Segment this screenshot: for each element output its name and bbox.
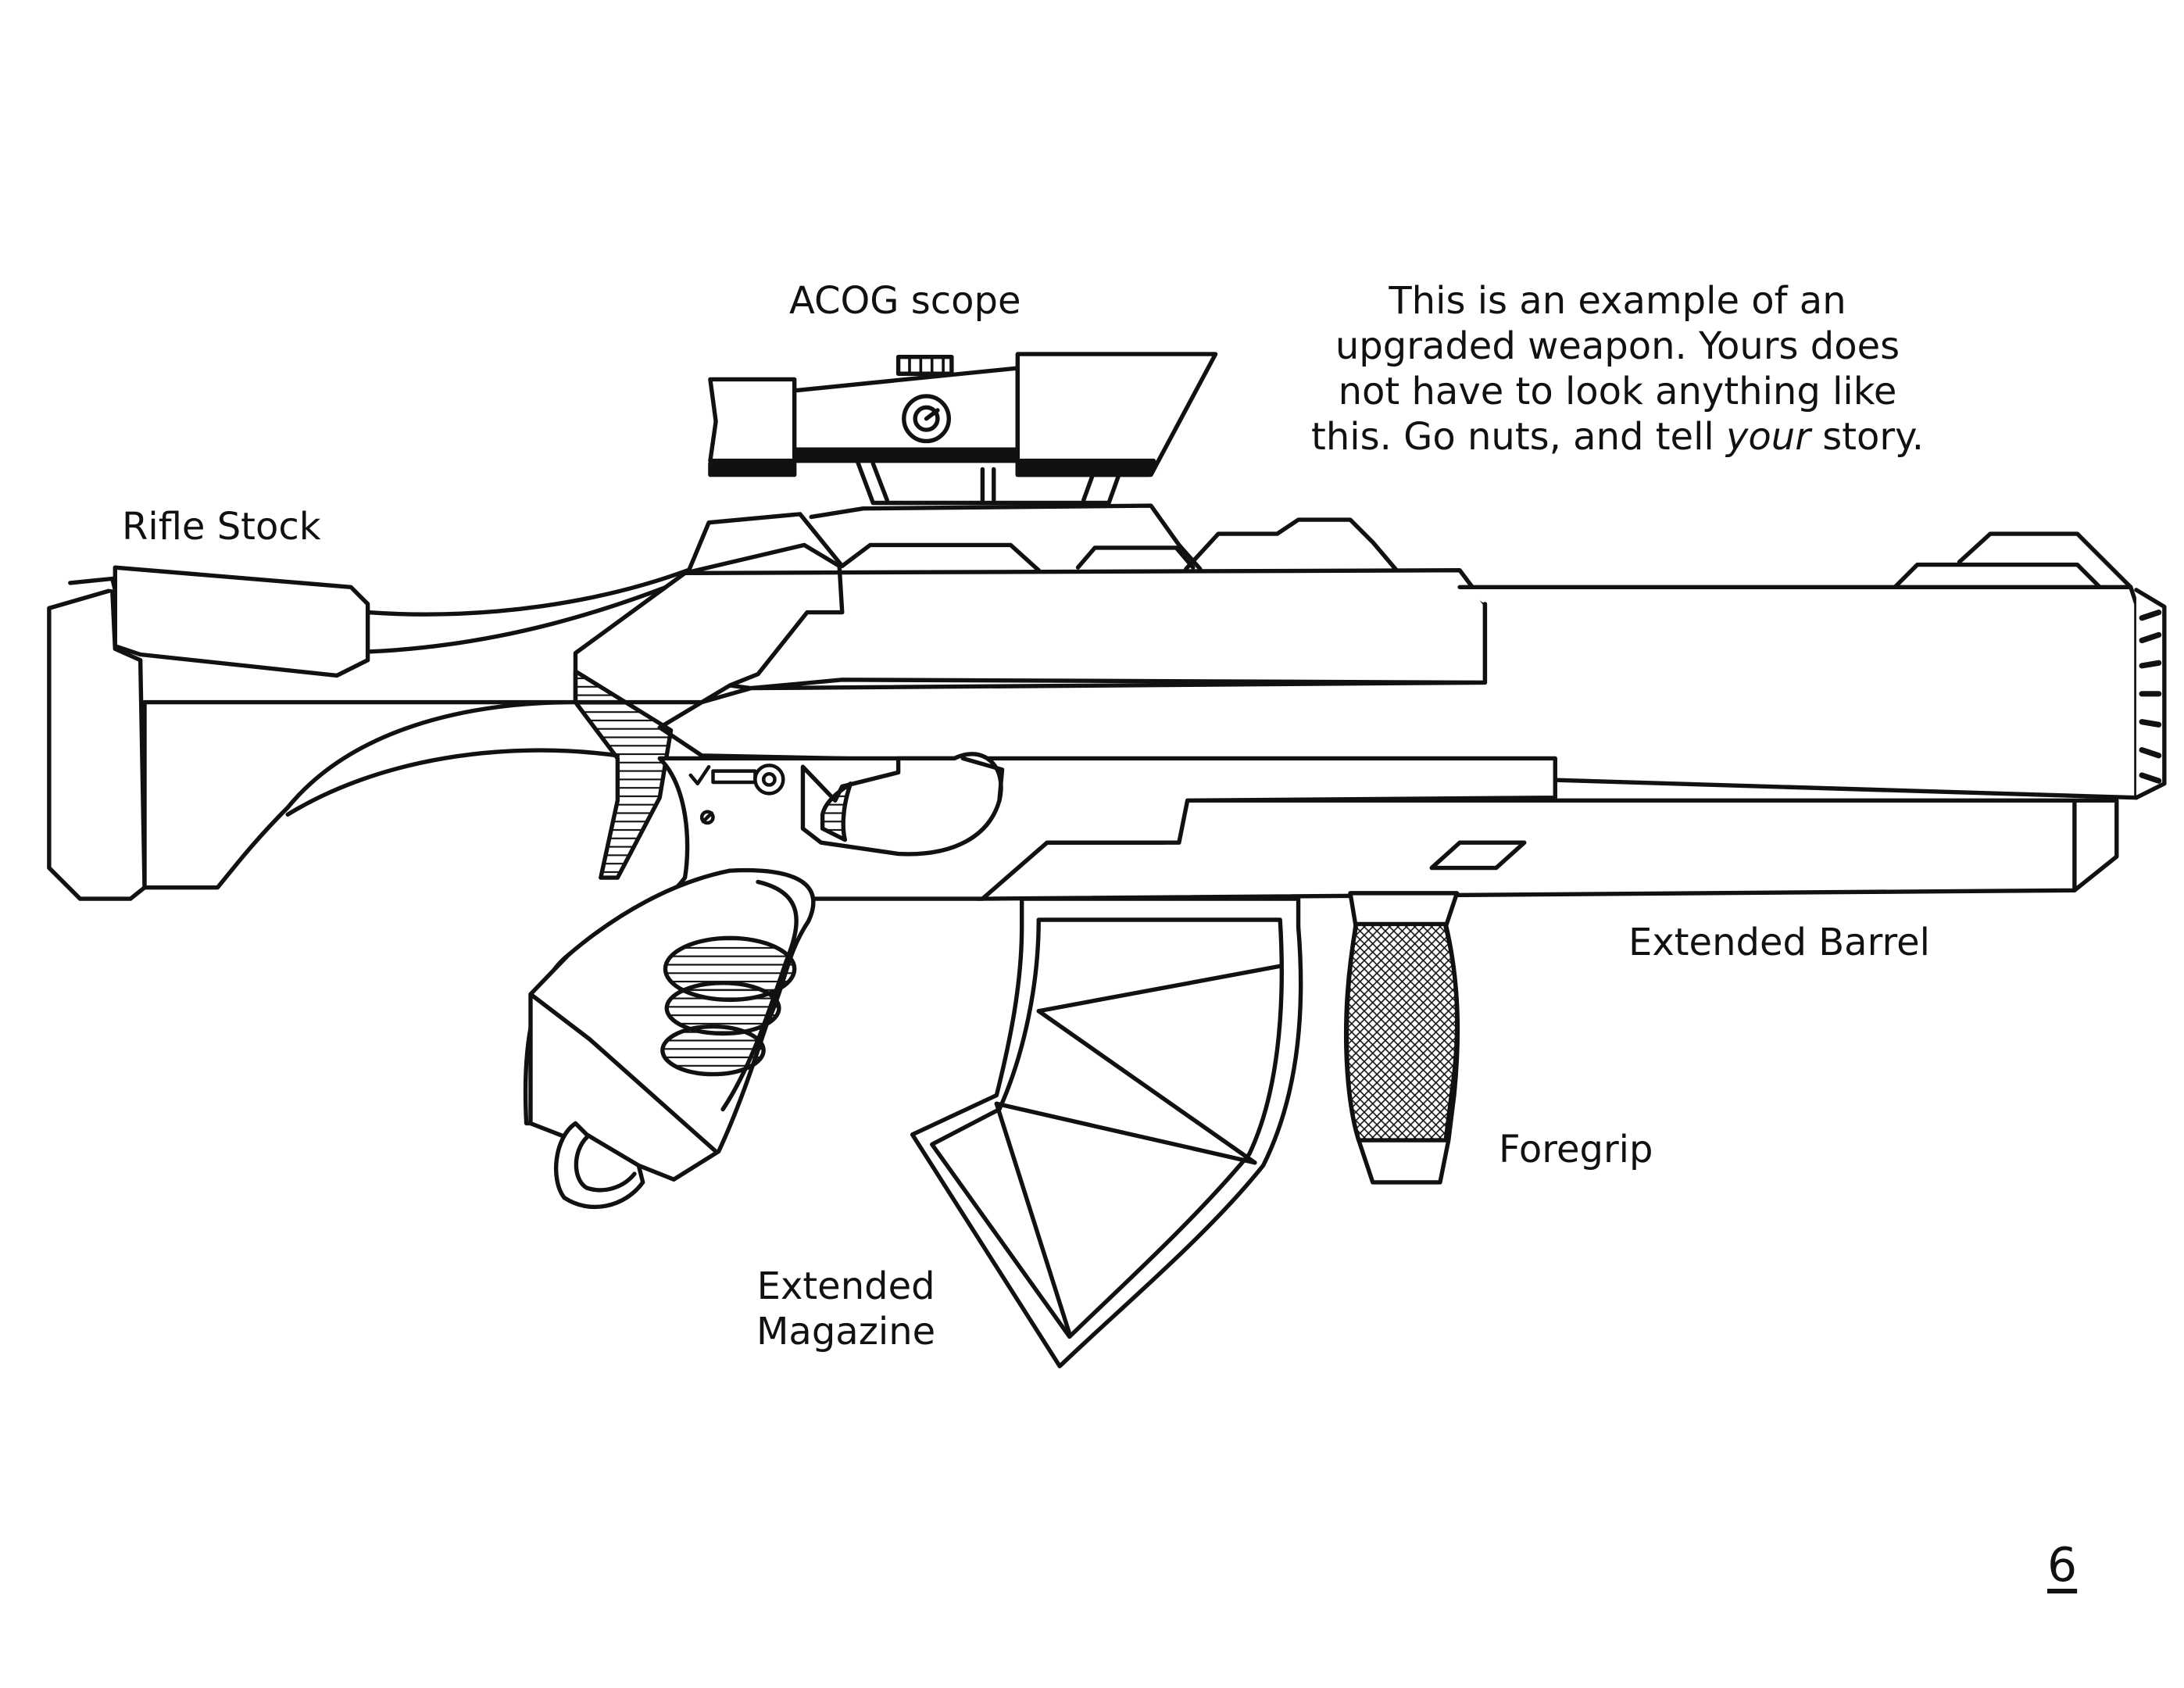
label-foregrip: Foregrip [1499,1128,1653,1171]
label-extended-barrel: Extended Barrel [1628,921,1931,964]
label-acog-scope: ACOG scope [789,279,1021,323]
caption-line-4-start: this. Go nuts, and tell [1311,415,1726,459]
acog-scope [708,352,1218,506]
pistol-grip [528,867,816,1209]
label-extended-magazine-line1: Extended [756,1264,935,1308]
caption-line-2: upgraded weapon. Yours does [1335,324,1900,368]
caption-line-3: not have to look anything like [1338,370,1897,413]
extended-magazine [910,896,1303,1368]
page-number: 6 [2047,1538,2078,1593]
caption-line-4: this. Go nuts, and tell your story. [1274,414,1961,460]
rifle-stock [47,565,690,901]
muzzle-vents [2139,610,2162,784]
intro-caption: This is an example of an upgraded weapon… [1274,278,1961,460]
caption-line-1: This is an example of an [1389,279,1846,323]
label-extended-magazine-line2: Magazine [756,1310,936,1354]
extended-barrel [657,531,2167,901]
caption-emphasis: your [1726,415,1810,459]
receiver [573,503,1488,705]
label-extended-magazine: Extended Magazine [756,1264,935,1354]
safety-selector [688,764,785,825]
label-rifle-stock: Rifle Stock [122,505,321,549]
caption-line-4-end: story. [1810,415,1924,459]
foregrip [1344,891,1460,1185]
